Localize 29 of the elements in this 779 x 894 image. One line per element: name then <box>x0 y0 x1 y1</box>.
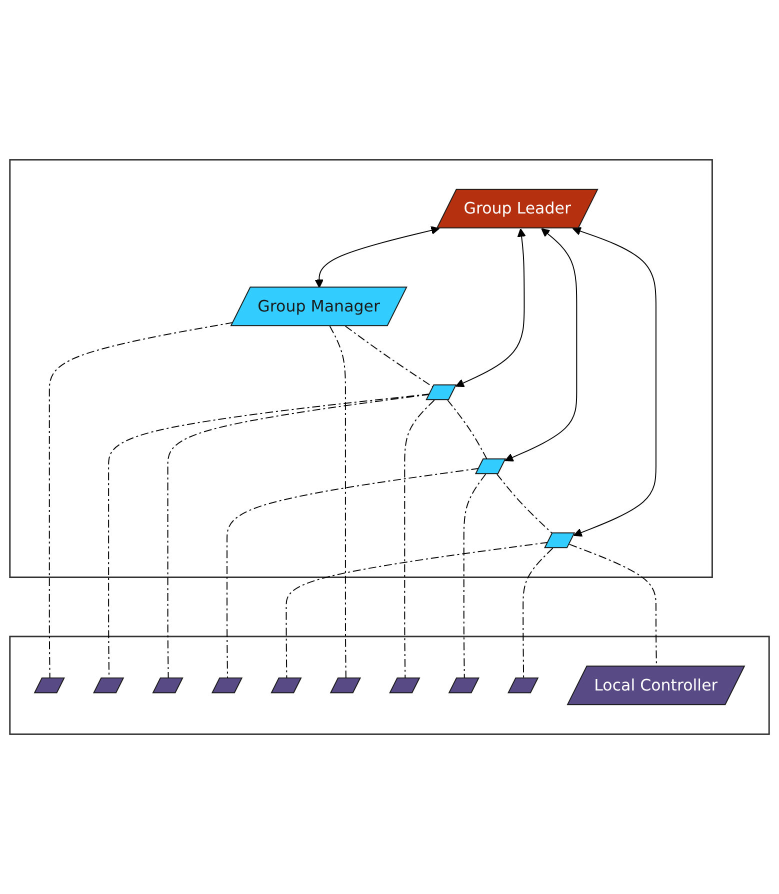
arrow <box>572 227 656 537</box>
connector <box>167 394 430 679</box>
connector <box>329 326 346 679</box>
connector <box>496 474 554 534</box>
connector <box>404 400 435 679</box>
node-parallelogram <box>34 677 65 694</box>
connector <box>286 542 549 679</box>
node-parallelogram <box>270 677 302 694</box>
connector <box>108 394 430 679</box>
connector <box>447 400 488 460</box>
arrow <box>456 228 526 388</box>
cluster <box>9 159 713 578</box>
cluster <box>9 636 770 735</box>
node-parallelogram <box>389 677 420 694</box>
node-parallelogram <box>426 384 457 400</box>
node-parallelogram <box>152 677 184 694</box>
node-parallelogram <box>448 677 480 694</box>
node-parallelogram <box>330 677 362 694</box>
node-parallelogram <box>211 677 243 694</box>
connector <box>463 474 486 679</box>
connector <box>344 326 434 388</box>
node-parallelogram <box>544 532 576 548</box>
node-parallelogram <box>92 677 124 694</box>
arrow <box>504 228 578 462</box>
node-parallelogram <box>474 458 506 474</box>
node-parallelogram <box>508 677 539 694</box>
connector <box>522 548 554 679</box>
connector <box>48 322 234 679</box>
arrow <box>314 226 440 288</box>
